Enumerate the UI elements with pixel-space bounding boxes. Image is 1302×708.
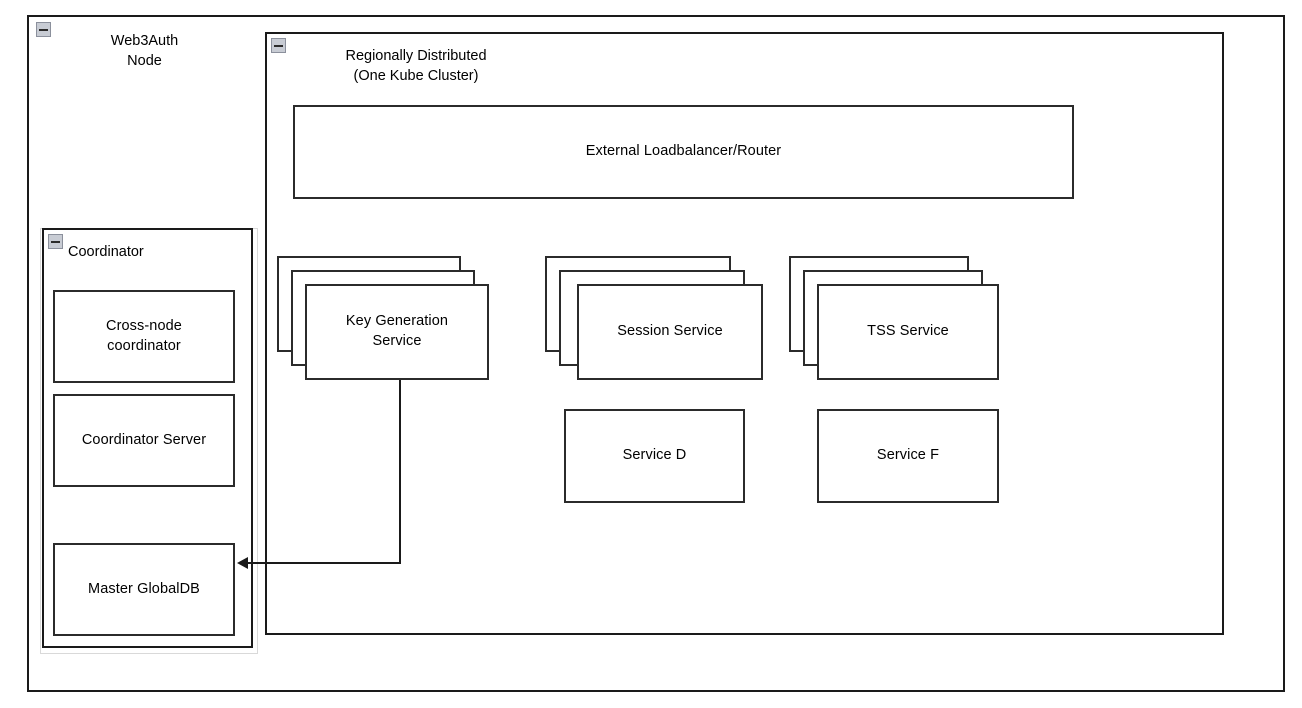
container-label-web3auth-node: Web3Auth Node bbox=[110, 33, 179, 69]
node-label-cross-node-coordinator: Cross-node coordinator bbox=[106, 317, 182, 354]
stack-replica-front[interactable]: Key Generation Service bbox=[305, 284, 489, 380]
node-coordinator-server[interactable]: Coordinator Server bbox=[53, 394, 235, 487]
node-label-key-generation-service: Key Generation Service bbox=[345, 313, 449, 349]
stack-key-generation-service[interactable]: Key Generation Service bbox=[277, 256, 491, 382]
node-cross-node-coordinator[interactable]: Cross-node coordinator bbox=[53, 290, 235, 383]
node-label-session-service: Session Service bbox=[617, 323, 723, 340]
node-label-external-loadbalancer: External Loadbalancer/Router bbox=[585, 143, 782, 160]
connector-segment-vertical bbox=[399, 380, 401, 564]
node-service-f[interactable]: Service F bbox=[817, 409, 999, 503]
minus-collapse-icon-regionally-distributed[interactable] bbox=[271, 38, 286, 53]
node-label-tss-service: TSS Service bbox=[867, 323, 949, 340]
node-label-master-globaldb: Master GlobalDB bbox=[88, 580, 200, 597]
stack-replica-front[interactable]: Session Service bbox=[577, 284, 763, 380]
node-service-d[interactable]: Service D bbox=[564, 409, 745, 503]
node-label-coordinator-server: Coordinator Server bbox=[81, 431, 207, 448]
stack-replica-front[interactable]: TSS Service bbox=[817, 284, 999, 380]
stack-tss-service[interactable]: TSS Service bbox=[789, 256, 1003, 382]
node-label-service-d: Service D bbox=[622, 447, 687, 464]
node-label-service-f: Service F bbox=[876, 447, 940, 464]
minus-collapse-icon-coordinator[interactable] bbox=[48, 234, 63, 249]
connector-segment-horizontal bbox=[247, 562, 401, 564]
node-external-loadbalancer[interactable]: External Loadbalancer/Router bbox=[293, 105, 1074, 199]
container-label-regionally-distributed: Regionally Distributed (One Kube Cluster… bbox=[345, 48, 487, 84]
node-master-globaldb[interactable]: Master GlobalDB bbox=[53, 543, 235, 636]
left-arrow-head-to-master-globaldb bbox=[237, 557, 248, 569]
container-label-coordinator: Coordinator bbox=[68, 244, 144, 260]
minus-collapse-icon-web3auth-node[interactable] bbox=[36, 22, 51, 37]
stack-session-service[interactable]: Session Service bbox=[545, 256, 769, 382]
